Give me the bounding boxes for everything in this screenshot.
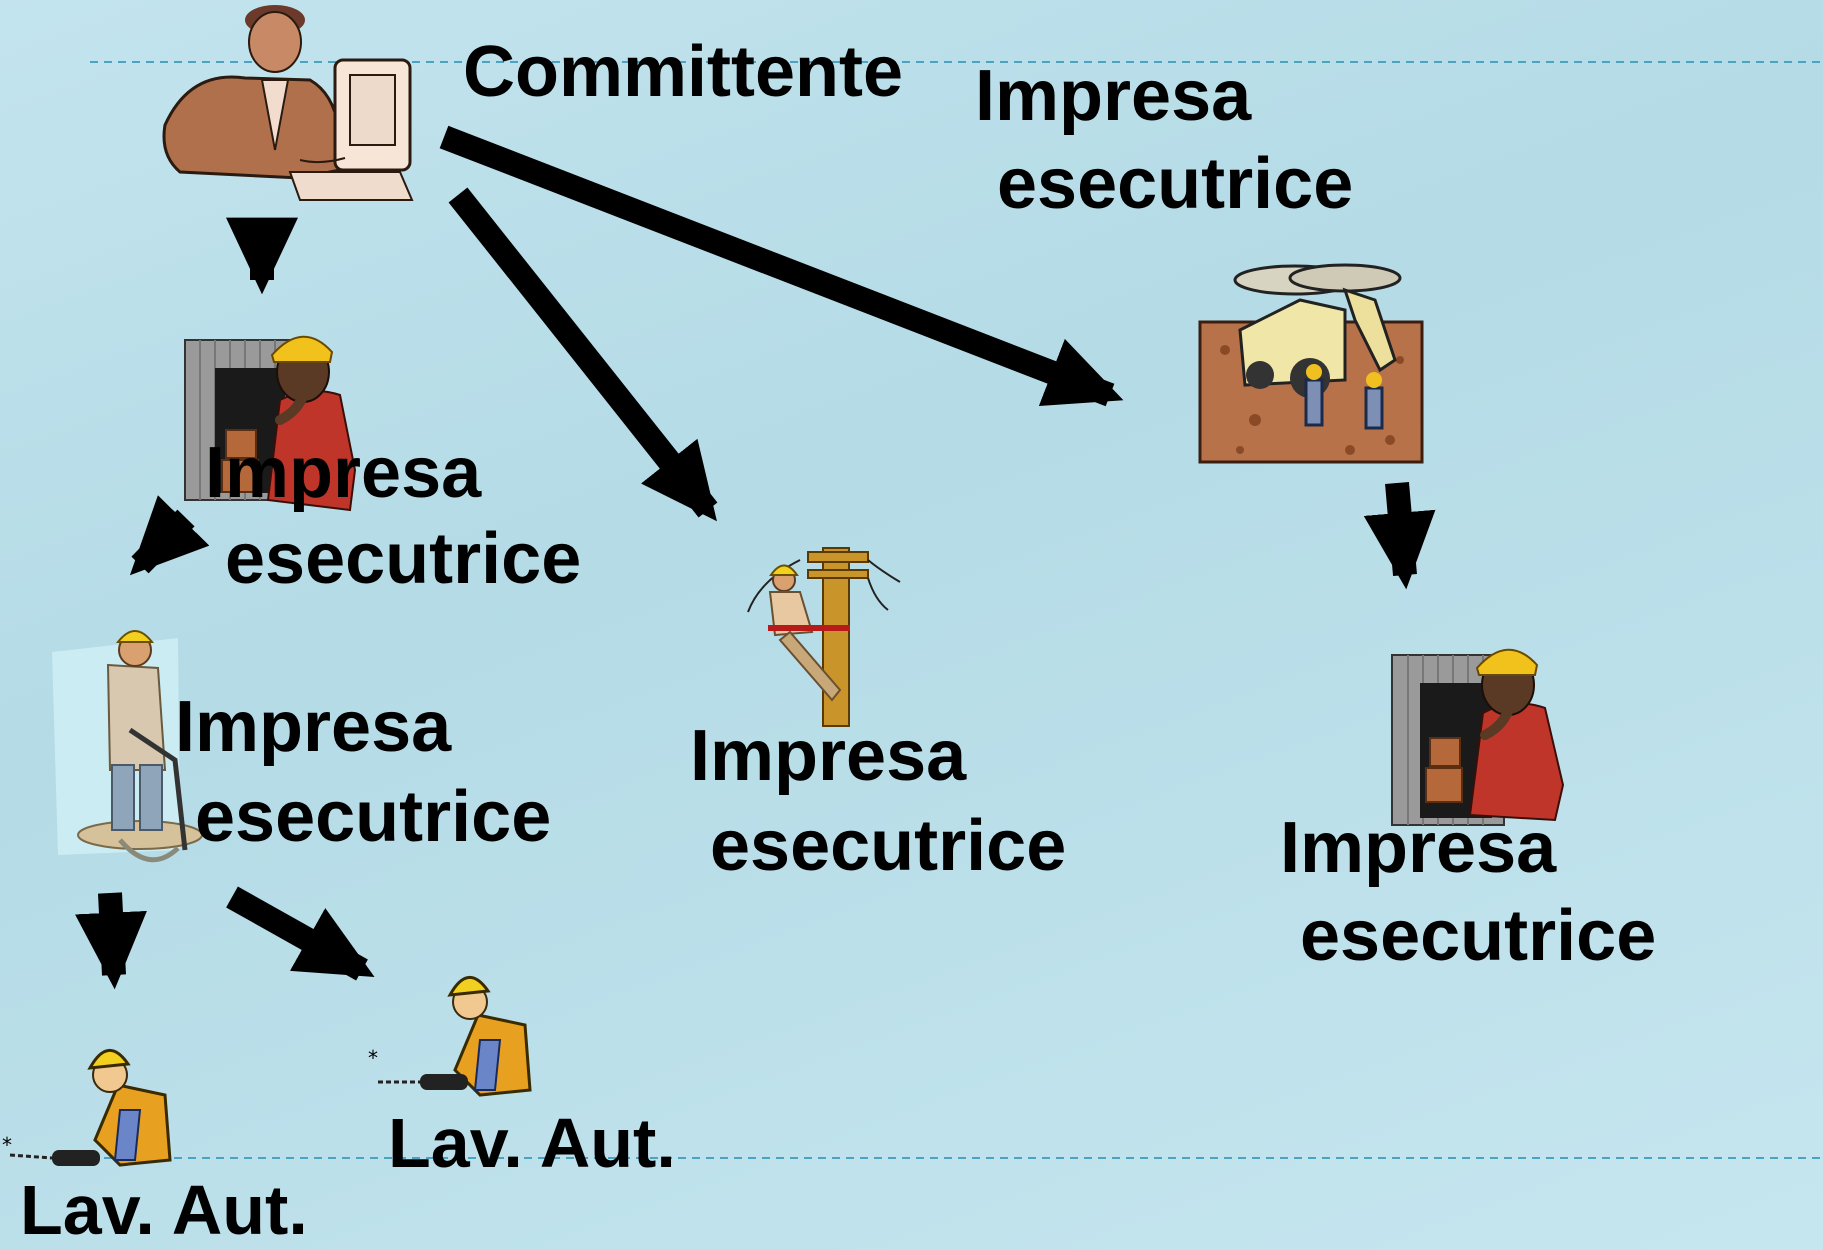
arrow-impresa-left-to-subcontractor — [129, 495, 210, 576]
committente-label: Committente — [463, 32, 904, 112]
jackhammer-worker-icon — [52, 630, 203, 863]
esecutrice-label: esecutrice — [1300, 896, 1657, 976]
svg-text:*: * — [368, 1046, 378, 1070]
esecutrice-label: esecutrice — [997, 144, 1354, 224]
esecutrice-label: esecutrice — [710, 806, 1067, 886]
impresa-label: Impresa — [690, 716, 967, 796]
impresa-label: Impresa — [1280, 808, 1557, 888]
lav-aut-label: Lav. Aut. — [20, 1171, 308, 1249]
excavation-site-icon — [1198, 263, 1424, 464]
esecutrice-label: esecutrice — [225, 519, 582, 599]
impresa-label: Impresa — [205, 433, 482, 513]
arrow-committente-to-impresa-center — [448, 187, 718, 522]
worker-in-warehouse-icon — [1391, 648, 1565, 826]
worker-in-warehouse-icon — [184, 335, 357, 512]
drill-worker-icon: * — [2, 1049, 172, 1167]
businessman-at-computer-icon — [162, 5, 414, 201]
esecutrice-label: esecutrice — [195, 777, 552, 857]
utility-pole-lineman-icon — [747, 547, 901, 727]
arrow-subcontractor-to-lav-aut-middle — [226, 886, 375, 981]
drill-worker-icon: * — [368, 976, 532, 1097]
arrow-impresa-right-to-subcontractor — [1363, 481, 1436, 590]
arrow-committente-to-impresa-right — [439, 125, 1124, 407]
arrow-subcontractor-to-lav-aut-left — [75, 892, 147, 990]
svg-text:*: * — [2, 1133, 12, 1157]
impresa-label: Impresa — [175, 687, 452, 767]
impresa-label: Impresa — [975, 56, 1252, 136]
lav-aut-label: Lav. Aut. — [388, 1104, 676, 1182]
